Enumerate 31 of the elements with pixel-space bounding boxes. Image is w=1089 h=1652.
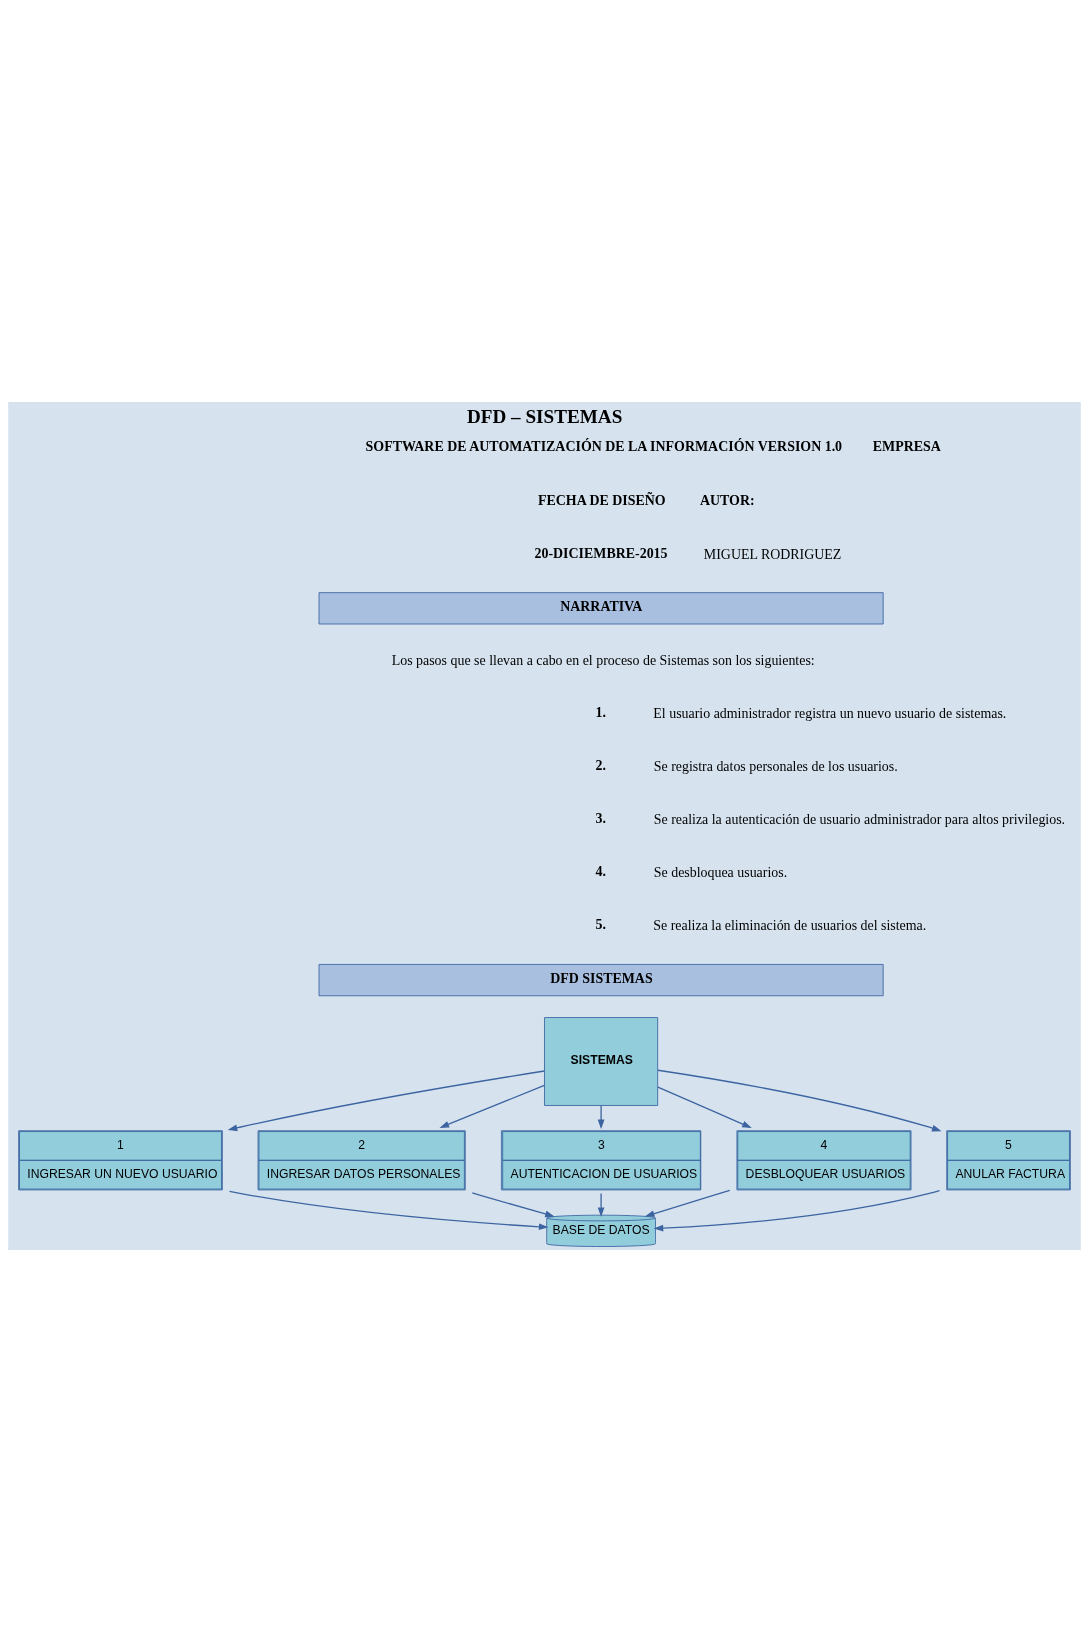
label: 5. [595, 917, 606, 933]
arrow [653, 1189, 941, 1232]
label: 3. [595, 811, 606, 827]
label: MIGUEL RODRIGUEZ [703, 546, 842, 562]
label: Se desbloquea usuarios. [653, 865, 788, 881]
arrow [657, 1086, 752, 1129]
label: Se realiza la eliminación de usuarios del sistema. [653, 918, 927, 934]
arrow [228, 1190, 549, 1231]
arrow [597, 1192, 605, 1218]
diagram-title: DFD – SISTEMAS [467, 406, 623, 428]
arrow [644, 1189, 731, 1217]
label: Se realiza la autenticación de usuario administrador para altos privilegios. [653, 812, 1066, 828]
arrow [439, 1084, 545, 1128]
label: FECHA DE DISEÑO [537, 492, 666, 508]
label: DFD SISTEMAS [550, 970, 653, 986]
label: Los pasos que se llevan a cabo en el proceso de Sistemas son los siguientes: [391, 652, 815, 668]
label: Se registra datos personales de los usuarios. [653, 758, 898, 774]
label: SOFTWARE DE AUTOMATIZACIÓN DE LA INFORMACIÓN VERSION 1.0 [365, 439, 843, 455]
label: NARRATIVA [560, 598, 643, 614]
label: EMPRESA [872, 439, 941, 455]
arrow [471, 1192, 555, 1218]
label: AUTOR: [699, 492, 755, 508]
arrow [227, 1070, 546, 1132]
arrow [597, 1104, 605, 1130]
node-box: SISTEMAS [544, 1017, 659, 1106]
label: 2. [595, 758, 606, 774]
label: 1. [595, 705, 606, 720]
label: 4. [595, 864, 606, 880]
label: El usuario administrador registra un nuevo usuario de sistemas. [653, 705, 1007, 721]
arrow [657, 1069, 942, 1132]
label: 20-DICIEMBRE-2015 [534, 545, 668, 561]
